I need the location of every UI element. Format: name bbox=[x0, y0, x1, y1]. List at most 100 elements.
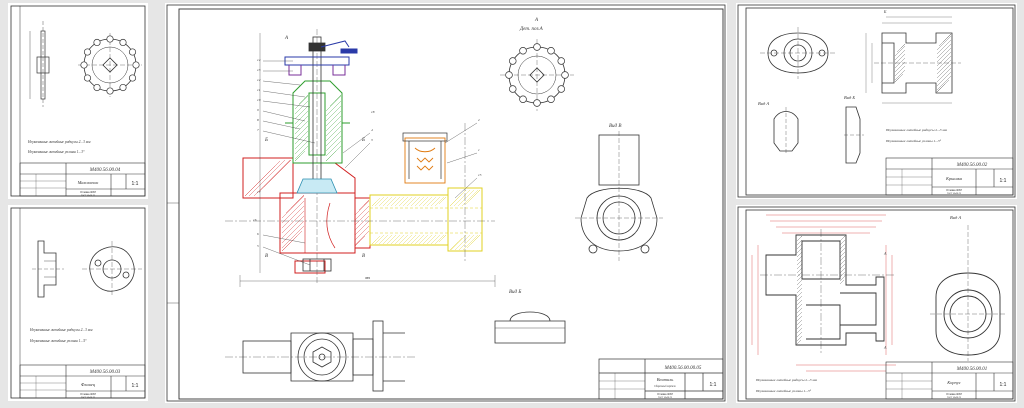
body-section-red bbox=[242, 157, 371, 274]
hatch-line bbox=[422, 196, 433, 207]
drawing-code: М400.56.00.00.05 bbox=[664, 366, 702, 371]
hatch-line bbox=[936, 59, 952, 75]
hatch-line bbox=[371, 197, 381, 207]
stem bbox=[308, 29, 326, 283]
hatch-line bbox=[300, 194, 305, 199]
body-dimensions-red bbox=[751, 214, 896, 372]
hatch-line bbox=[354, 230, 370, 246]
hatch-line bbox=[418, 234, 429, 245]
body-section bbox=[760, 229, 896, 355]
drawing-code: М400.56.00.01 bbox=[956, 367, 987, 372]
hatch-line bbox=[394, 234, 405, 245]
view-b-label: Вид Б bbox=[844, 95, 855, 100]
hatch-line bbox=[374, 234, 385, 245]
hatch-line bbox=[386, 196, 397, 207]
hatch-line bbox=[796, 331, 803, 338]
drawing-korpus: А А Вид А Неуказанные литейные радиусы 2… bbox=[737, 206, 1016, 402]
scallop bbox=[519, 47, 527, 55]
hatch-line bbox=[398, 196, 409, 207]
hatch-line bbox=[354, 200, 370, 216]
centerlines bbox=[225, 123, 495, 263]
position-number: 18 bbox=[371, 110, 375, 114]
plan-view bbox=[225, 320, 415, 392]
hatch-line bbox=[796, 311, 803, 318]
position-number: 7 bbox=[257, 128, 259, 132]
hatch-line bbox=[839, 271, 846, 278]
hatch-line bbox=[936, 71, 952, 87]
note-2: Неуказанные литейные уклоны 1...3° bbox=[885, 138, 942, 143]
drawing-code: М400.56.00.03 bbox=[89, 370, 121, 375]
hatch-line bbox=[294, 125, 309, 140]
hatch-line bbox=[281, 210, 305, 234]
cut-label-bottom: А bbox=[883, 345, 887, 350]
hatch-line bbox=[406, 234, 417, 245]
hatch-line bbox=[354, 215, 370, 231]
cover-front-view bbox=[760, 27, 836, 79]
sheet-korpus: А А Вид А Неуказанные литейные радиусы 2… bbox=[736, 205, 1017, 403]
hatch-line bbox=[294, 120, 309, 135]
hatch-line bbox=[796, 323, 803, 330]
view-b-label: Вид В bbox=[609, 124, 621, 129]
view-b-detail bbox=[844, 106, 864, 164]
hatch-line bbox=[894, 65, 906, 77]
sheet-flanets: Неуказанные литейные радиусы 2...3 мм Не… bbox=[8, 205, 148, 401]
hatch-line bbox=[281, 195, 305, 219]
drawing-flanets: Неуказанные литейные радиусы 2...3 мм Не… bbox=[10, 207, 146, 399]
position-number: 1 bbox=[478, 148, 480, 152]
position-number: 8 bbox=[257, 118, 259, 122]
title-block bbox=[19, 364, 146, 399]
hatch-line bbox=[294, 100, 309, 115]
hatch-line bbox=[796, 275, 803, 282]
hatch-line bbox=[294, 150, 306, 162]
cut-label-top: А bbox=[883, 251, 887, 256]
scallop bbox=[547, 47, 555, 55]
hatch-line bbox=[303, 94, 309, 100]
hatch-line bbox=[378, 234, 389, 245]
hatch-line bbox=[796, 271, 803, 278]
cover-dimensions bbox=[865, 16, 952, 104]
hatch-line bbox=[843, 235, 846, 238]
hatch-line bbox=[936, 35, 952, 51]
scale: 1:1 bbox=[132, 383, 139, 389]
hatch-line bbox=[294, 140, 309, 155]
hatch-line bbox=[796, 299, 803, 306]
part-name: Корпус bbox=[946, 380, 961, 385]
hatch-line bbox=[796, 339, 802, 345]
hatch-line bbox=[294, 105, 309, 120]
pipe-branch-yellow bbox=[369, 187, 483, 252]
hatch-line bbox=[248, 159, 286, 197]
position-number: 2 bbox=[478, 118, 480, 122]
position-number: 14 bbox=[257, 58, 261, 62]
handwheel-scallops bbox=[80, 35, 140, 95]
hatch-line bbox=[477, 189, 481, 193]
hatch-line bbox=[478, 234, 481, 237]
hatch-line bbox=[294, 135, 309, 150]
hatch-line bbox=[839, 267, 846, 274]
part-name: Крышка bbox=[945, 176, 963, 181]
hatch-line bbox=[339, 94, 342, 97]
hatch-line bbox=[386, 234, 397, 245]
part-name: Маховичок bbox=[77, 180, 100, 185]
position-number: 9 bbox=[257, 108, 259, 112]
sheet-kryshka: Б Вид А Вид Б Неуказанные литейные радиу… bbox=[736, 3, 1017, 199]
hatch-line bbox=[796, 279, 803, 286]
hatch-line bbox=[936, 43, 952, 59]
hatch-line bbox=[894, 49, 906, 61]
scallop bbox=[93, 83, 101, 92]
note-1: Неуказанные литейные радиусы 2...3 мм bbox=[29, 327, 93, 332]
hatch-line bbox=[325, 125, 342, 142]
position-number: 3 bbox=[371, 138, 373, 142]
hatch-line bbox=[442, 196, 447, 201]
hatch-line bbox=[382, 196, 393, 207]
bonnet-hatch bbox=[294, 94, 342, 162]
scallop bbox=[533, 99, 541, 107]
hatch-line bbox=[839, 263, 846, 270]
scallop bbox=[509, 57, 517, 65]
hatch-line bbox=[390, 234, 401, 245]
body-hatch bbox=[244, 159, 370, 252]
hatch-line bbox=[325, 105, 342, 122]
scallop bbox=[132, 61, 140, 69]
hatch-line bbox=[936, 51, 952, 67]
hatch-line bbox=[363, 199, 370, 206]
hatch-line bbox=[354, 220, 370, 236]
